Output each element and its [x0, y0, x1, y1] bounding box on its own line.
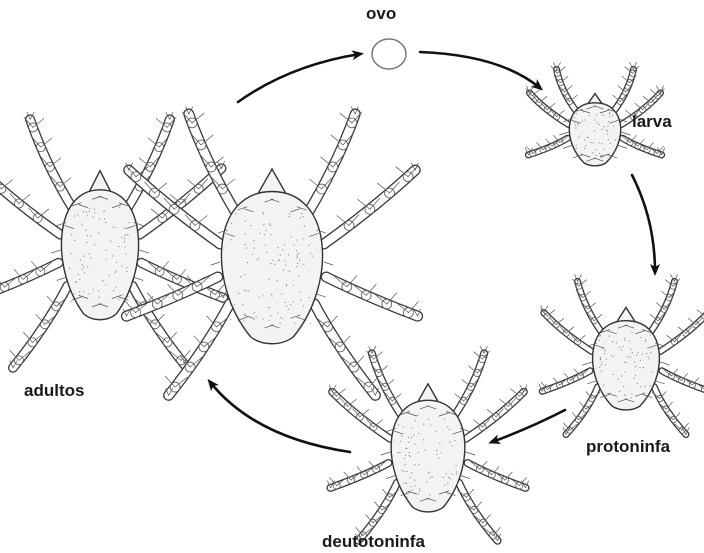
adult-mite-illustration [123, 107, 420, 395]
egg-illustration [372, 39, 406, 69]
arrow-larva-to-protonymph [632, 175, 655, 272]
larva-label: larva [632, 112, 672, 132]
arrow-adults-to-egg [238, 54, 360, 102]
adult-mite-illustration [0, 112, 226, 367]
deutonymph-label: deutotoninfa [322, 532, 425, 552]
arrow-egg-to-larva [420, 52, 540, 88]
egg-label: ovo [366, 4, 396, 24]
protonymph-label: protoninfa [586, 437, 670, 457]
adults-label: adultos [24, 381, 84, 401]
